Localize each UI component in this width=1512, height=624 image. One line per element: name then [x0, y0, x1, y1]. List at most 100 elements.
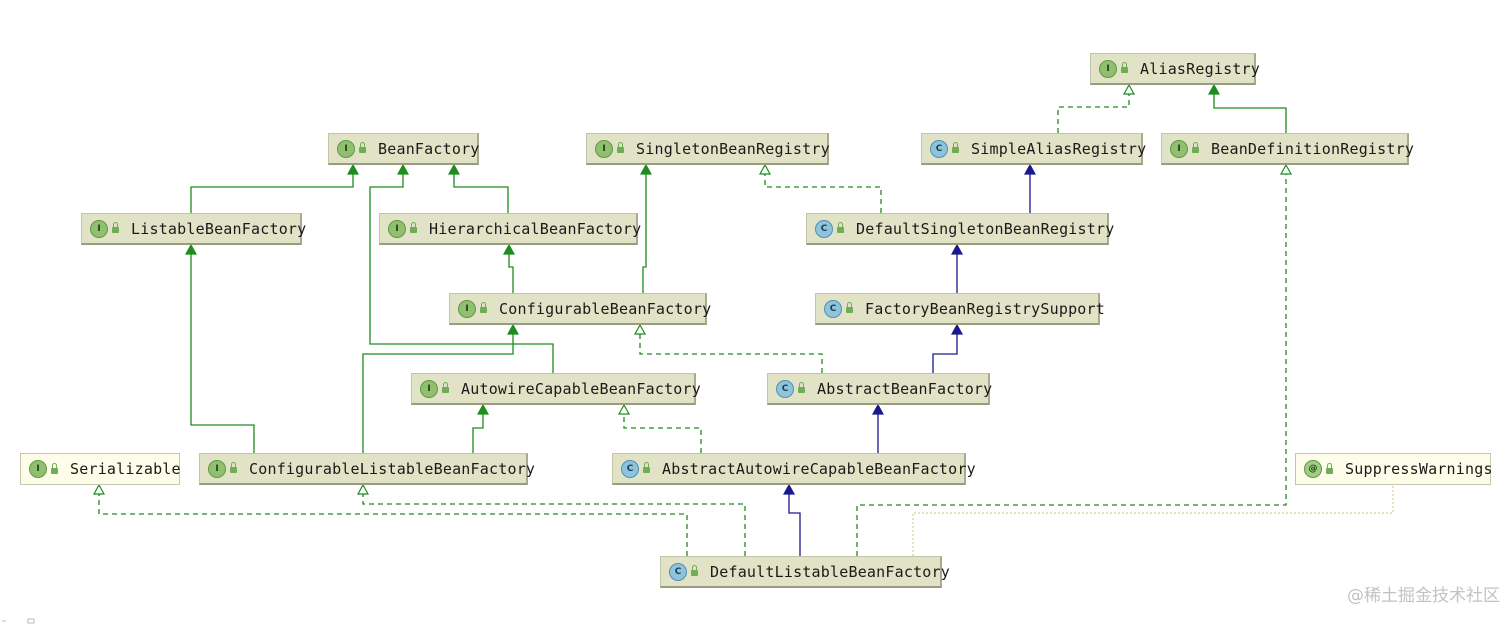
node-label: DefaultSingletonBeanRegistry [856, 219, 1115, 238]
edge-factory-bean-registry-support-to-default-singleton-bean-registry [950, 243, 964, 293]
interface-badge-icon: I [1170, 139, 1188, 158]
interface-badge-icon: I [29, 460, 47, 478]
public-lock-icon [359, 142, 366, 153]
class-badge-icon: C [815, 219, 833, 238]
public-lock-icon [51, 462, 58, 474]
edge-line [764, 173, 882, 213]
edge-abstract-autowire-capable-bean-factory-to-autowire-capable-bean-factory [617, 403, 702, 453]
watermark: @稀土掘金技术社区 [1347, 586, 1500, 606]
edge-bean-definition-registry-to-alias-registry [1207, 83, 1287, 133]
node-label: SimpleAliasRegistry [971, 139, 1147, 158]
node-label: HierarchicalBeanFactory [429, 219, 642, 238]
arrow-head [639, 163, 653, 175]
node-label: SingletonBeanRegistry [636, 139, 830, 158]
node-hierarchical-bean-factory[interactable]: I HierarchicalBeanFactory [379, 213, 642, 245]
public-lock-icon [410, 222, 417, 233]
edge-hierarchical-bean-factory-to-bean-factory [447, 163, 509, 213]
class-badge-icon: C [824, 299, 842, 318]
public-lock-icon [1192, 142, 1199, 153]
public-lock-icon [480, 302, 487, 313]
public-lock-icon [643, 462, 650, 473]
edge-line [1213, 93, 1287, 133]
public-lock-icon [1326, 462, 1333, 474]
edge-configurable-bean-factory-to-singleton-bean-registry [639, 163, 653, 293]
edge-abstract-bean-factory-to-factory-bean-registry-support [932, 323, 964, 373]
arrow-head [184, 243, 198, 255]
edge-simple-alias-registry-to-alias-registry [1057, 83, 1136, 133]
interface-badge-icon: I [458, 299, 476, 318]
public-lock-icon [837, 222, 844, 233]
interface-badge-icon: I [595, 139, 613, 158]
edge-line [453, 173, 509, 213]
edge-configurable-listable-bean-factory-to-listable-bean-factory [184, 243, 255, 453]
node-label: SuppressWarnings [1345, 460, 1493, 478]
edge-line [508, 253, 514, 293]
interface-badge-icon: I [90, 219, 108, 238]
arrow-head [871, 403, 885, 415]
edge-default-listable-bean-factory-to-configurable-listable-bean-factory [356, 483, 746, 556]
interface-badge-icon: I [388, 219, 406, 238]
node-singleton-bean-registry[interactable]: I SingletonBeanRegistry [586, 133, 830, 165]
edge-line [623, 413, 702, 453]
edge-line [190, 173, 354, 213]
public-lock-icon [798, 382, 805, 393]
node-label: FactoryBeanRegistrySupport [865, 299, 1105, 318]
node-default-singleton-bean-registry[interactable]: C DefaultSingletonBeanRegistry [806, 213, 1114, 245]
edge-default-listable-bean-factory-to-suppress-warnings [912, 485, 1394, 556]
edge-line [362, 333, 514, 453]
arrow-head [1023, 163, 1037, 175]
arrow-head [1207, 83, 1221, 95]
node-factory-bean-registry-support[interactable]: C FactoryBeanRegistrySupport [815, 293, 1105, 325]
node-label: ConfigurableListableBeanFactory [249, 459, 536, 478]
edge-abstract-autowire-capable-bean-factory-to-abstract-bean-factory [871, 403, 885, 453]
edge-default-listable-bean-factory-to-abstract-autowire-capable-bean-factory [782, 483, 801, 556]
arrow-head [346, 163, 360, 175]
edge-configurable-listable-bean-factory-to-autowire-capable-bean-factory [472, 403, 490, 453]
node-listable-bean-factory[interactable]: I ListableBeanFactory [81, 213, 306, 245]
arrow-head [476, 403, 490, 415]
node-label: BeanDefinitionRegistry [1211, 139, 1415, 158]
edge-configurable-bean-factory-to-hierarchical-bean-factory [502, 243, 516, 293]
arrow-head [502, 243, 516, 255]
node-suppress-warnings[interactable]: @ SuppressWarnings [1295, 453, 1493, 485]
public-lock-icon [442, 382, 449, 393]
edge-listable-bean-factory-to-bean-factory [190, 163, 360, 213]
arrow-head [356, 483, 370, 495]
arrow-head [447, 163, 461, 175]
public-lock-icon [691, 565, 698, 576]
edge-default-listable-bean-factory-to-serializable [92, 483, 688, 556]
node-label: AliasRegistry [1140, 59, 1260, 78]
edge-line [932, 333, 958, 373]
public-lock-icon [617, 142, 624, 153]
annotation-badge-icon: @ [1304, 460, 1322, 478]
edge-line [856, 173, 1287, 556]
edge-default-singleton-bean-registry-to-simple-alias-registry [1023, 163, 1037, 213]
arrow-head [633, 323, 647, 335]
arrow-head [617, 403, 631, 415]
class-badge-icon: C [776, 379, 794, 398]
node-label: ListableBeanFactory [131, 219, 307, 238]
interface-badge-icon: I [1099, 59, 1117, 78]
public-lock-icon [230, 462, 237, 473]
edge-line [1057, 93, 1130, 133]
node-label: BeanFactory [378, 139, 480, 158]
public-lock-icon [1121, 62, 1128, 73]
edge-line [472, 413, 484, 453]
node-bean-definition-registry[interactable]: I BeanDefinitionRegistry [1161, 133, 1414, 165]
arrow-head [950, 323, 964, 335]
node-alias-registry[interactable]: I AliasRegistry [1090, 53, 1260, 85]
arrow-head [506, 323, 520, 335]
edge-line [639, 333, 823, 373]
node-label: ConfigurableBeanFactory [499, 299, 712, 318]
node-configurable-bean-factory[interactable]: I ConfigurableBeanFactory [449, 293, 711, 325]
